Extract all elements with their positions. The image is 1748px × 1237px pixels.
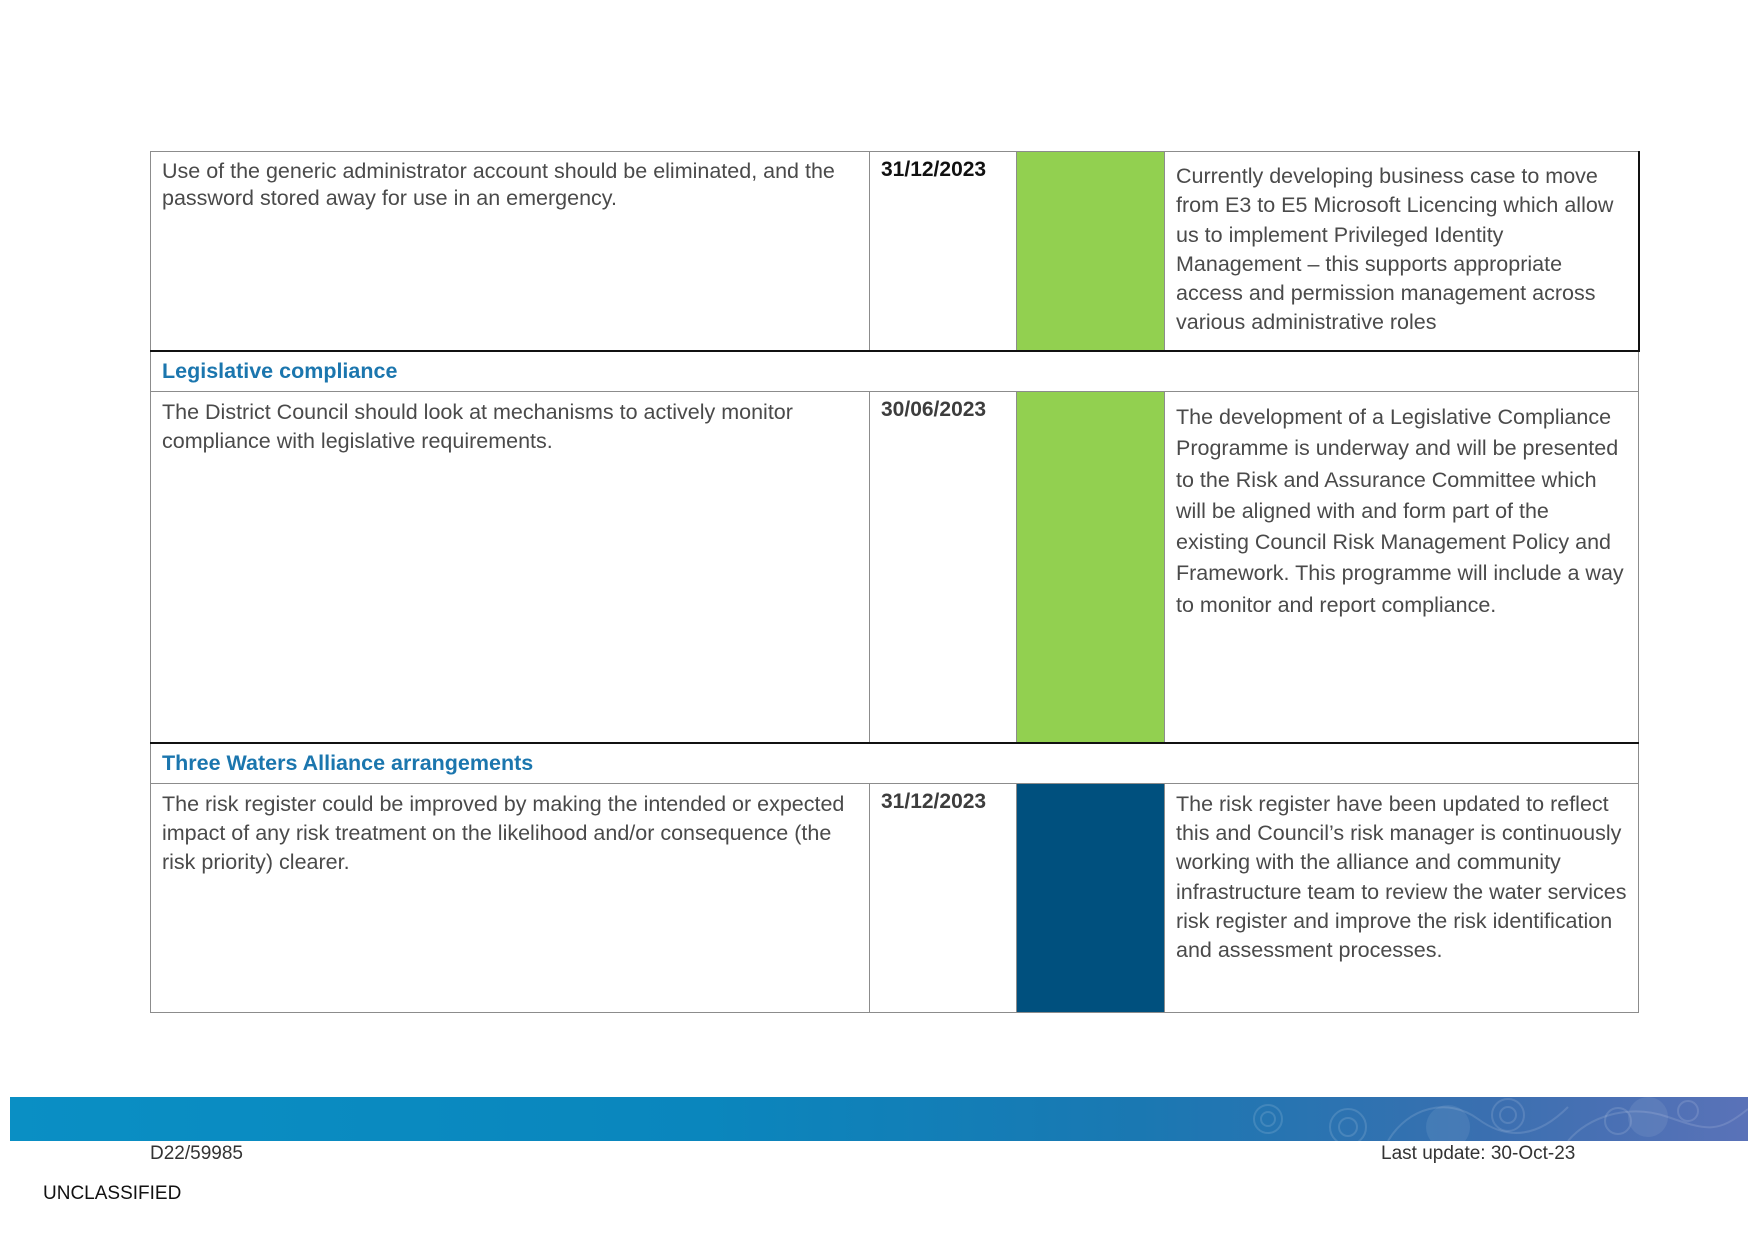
update-cell: Currently developing business case to mo… xyxy=(1164,151,1640,352)
table-row: Use of the generic administrator account… xyxy=(150,151,1640,352)
status-indicator xyxy=(1016,783,1165,1013)
recommendations-table: Use of the generic administrator account… xyxy=(150,151,1640,1013)
classification-label: UNCLASSIFIED xyxy=(43,1183,182,1204)
section-row: Legislative compliance xyxy=(150,349,1639,392)
update-cell: The risk register have been updated to r… xyxy=(1164,783,1639,1013)
document-id: D22/59985 xyxy=(150,1143,243,1164)
status-indicator xyxy=(1016,151,1165,352)
section-heading: Legislative compliance xyxy=(150,349,1639,392)
last-update: Last update: 30-Oct-23 xyxy=(1381,1143,1576,1164)
target-date-cell: 31/12/2023 xyxy=(869,151,1017,352)
update-cell: The development of a Legislative Complia… xyxy=(1164,391,1639,743)
footer-banner xyxy=(10,1097,1748,1141)
table-row: The District Council should look at mech… xyxy=(150,391,1639,743)
finding-cell: The District Council should look at mech… xyxy=(150,391,870,743)
section-row: Three Waters Alliance arrangements xyxy=(150,741,1639,784)
target-date-cell: 31/12/2023 xyxy=(869,783,1017,1013)
section-heading: Three Waters Alliance arrangements xyxy=(150,741,1639,784)
finding-cell: Use of the generic administrator account… xyxy=(150,151,870,352)
finding-cell: The risk register could be improved by m… xyxy=(150,783,870,1013)
status-indicator xyxy=(1016,391,1165,743)
table-row: The risk register could be improved by m… xyxy=(150,783,1639,1013)
koru-pattern-icon xyxy=(1253,1097,1748,1141)
target-date-cell: 30/06/2023 xyxy=(869,391,1017,743)
